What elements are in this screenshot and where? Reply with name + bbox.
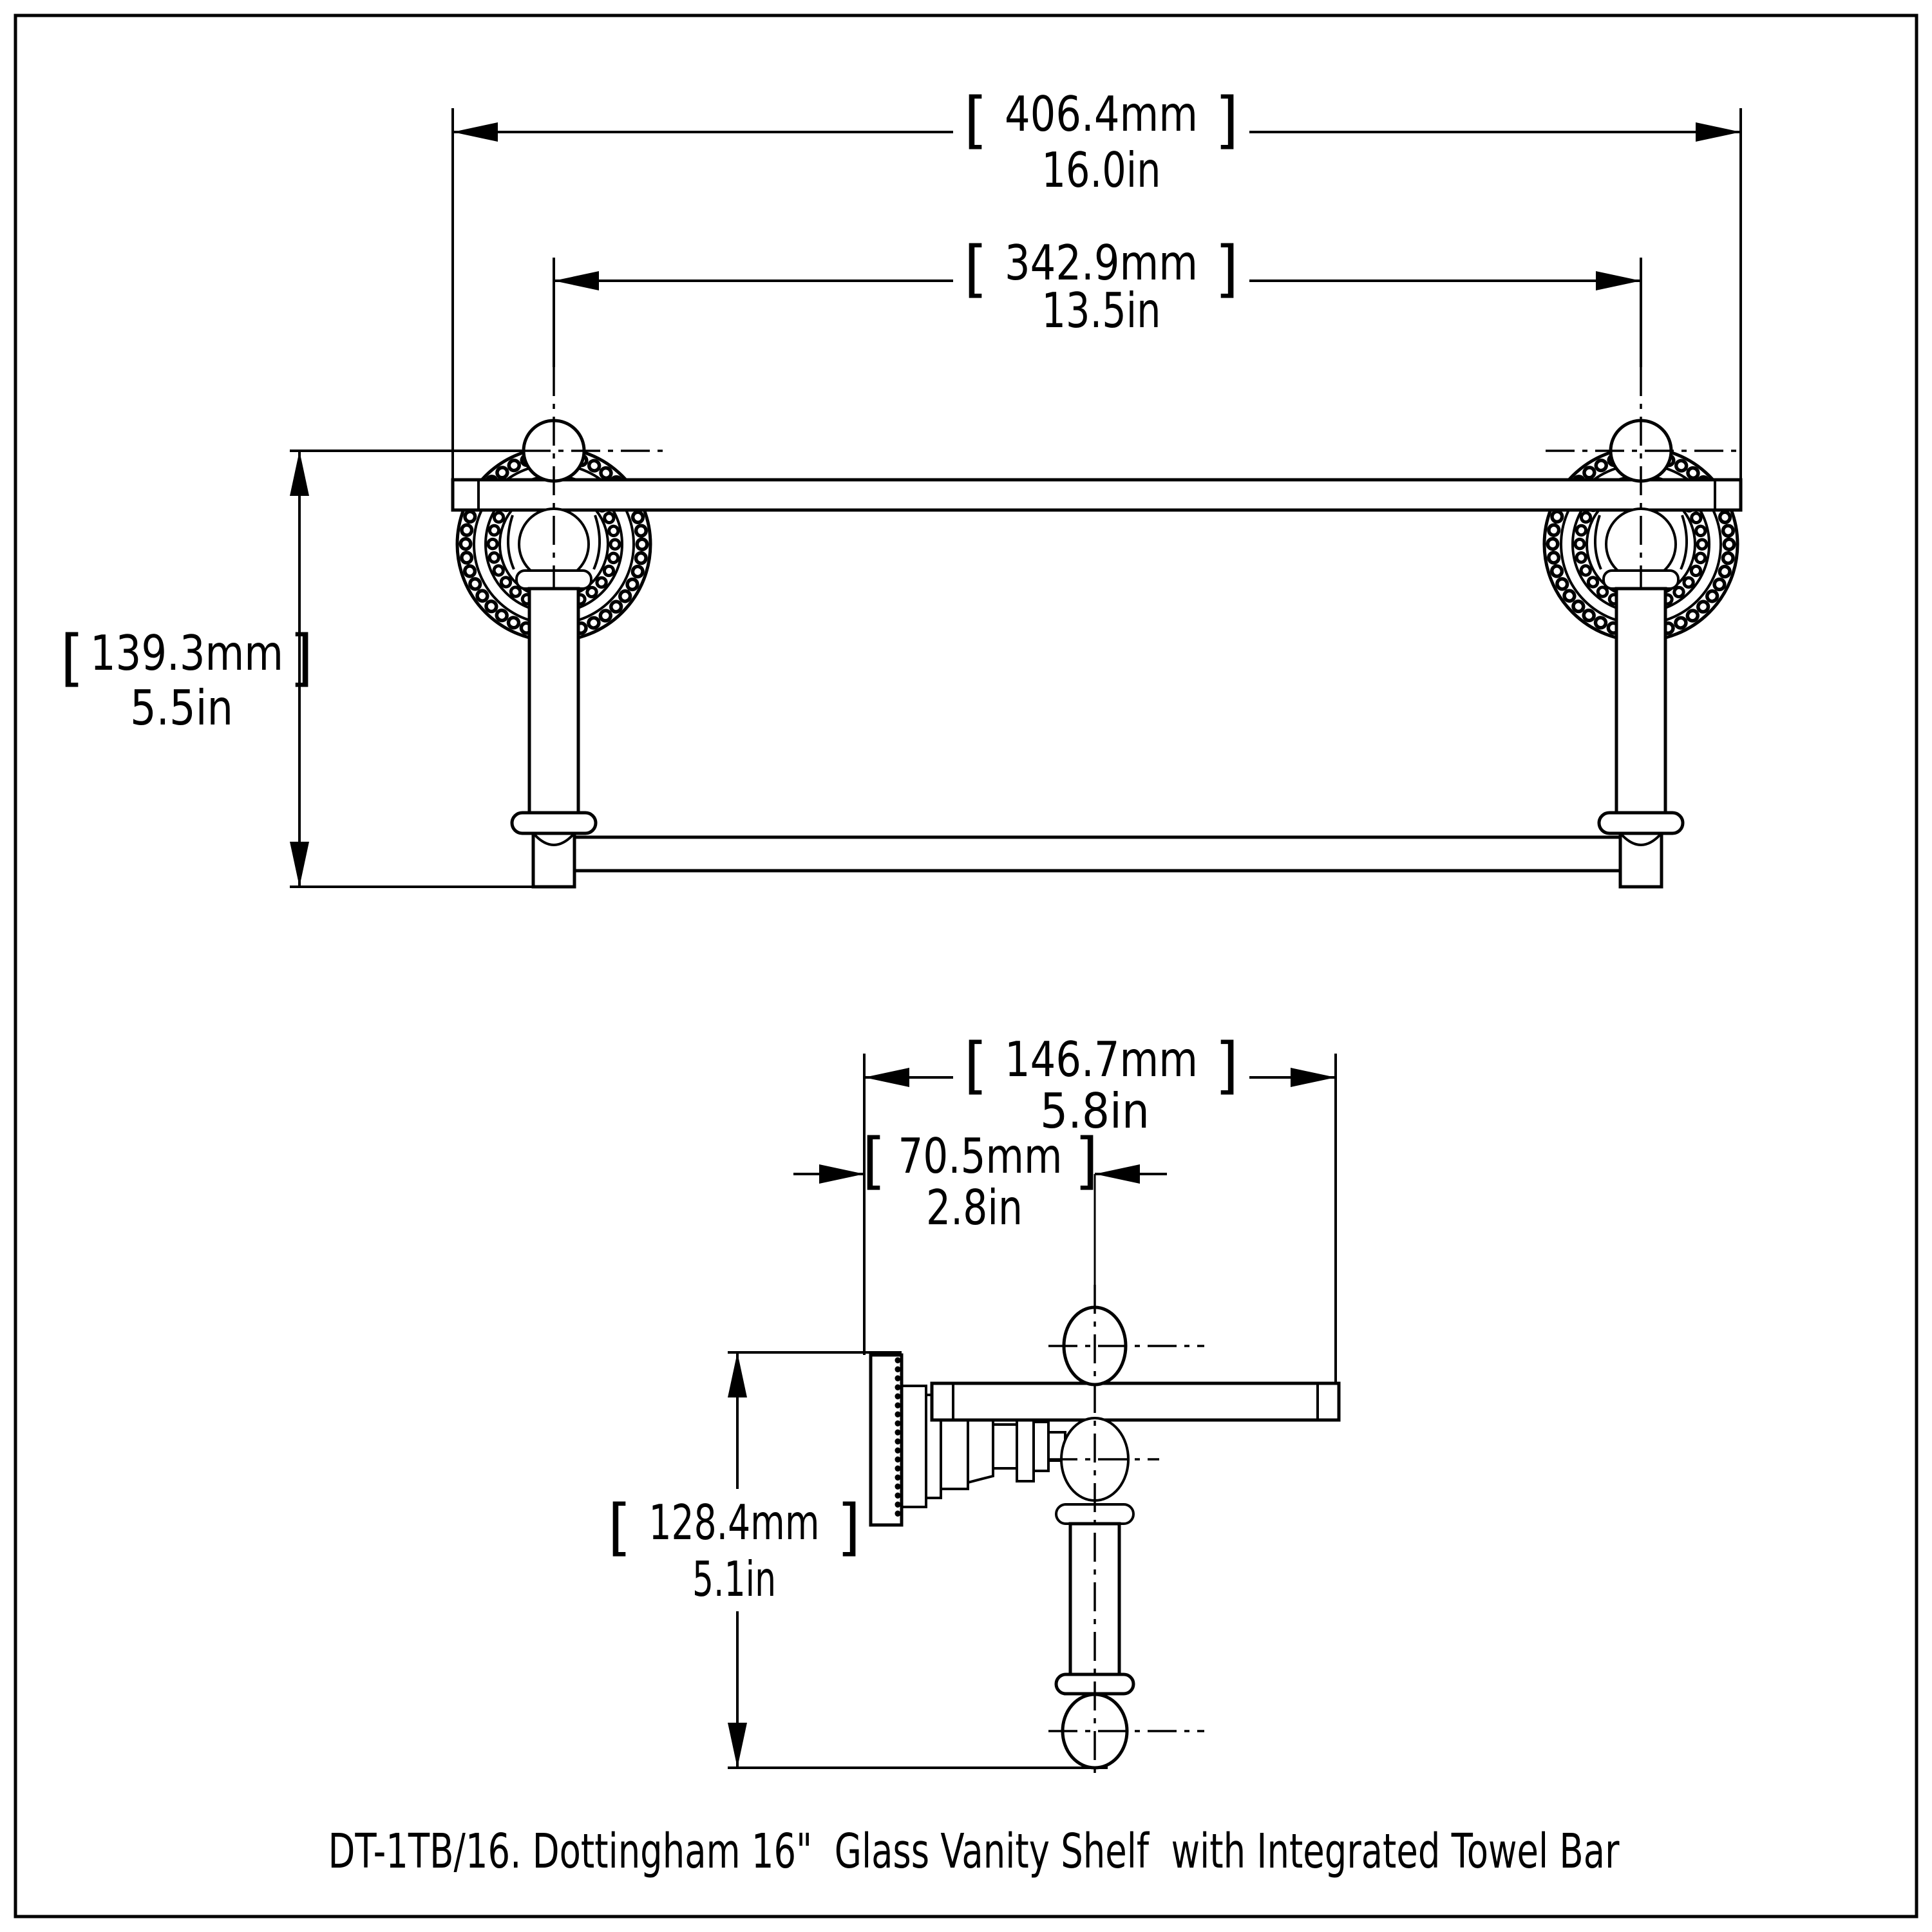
bracket-icon: ]	[289, 623, 313, 694]
dim-overall-height-mm: 139.3mm	[90, 625, 283, 681]
bracket-icon: ]	[1215, 234, 1238, 305]
dim-overall-width-in: 16.0in	[1042, 142, 1161, 198]
caption: DT-1TB/16. Dottingham 16" Glass Vanity S…	[328, 1824, 1620, 1879]
dim-drop-height-in: 5.1in	[692, 1551, 776, 1607]
dim-post-spacing-in: 13.5in	[1042, 282, 1161, 339]
dim-depth-mm: 146.7mm	[1005, 1031, 1198, 1088]
dim-overall-height	[290, 450, 533, 888]
wall-plate	[869, 1353, 904, 1527]
bracket-icon: ]	[1215, 85, 1238, 156]
dim-overall-width	[451, 108, 1742, 480]
side-view	[728, 1054, 1341, 1777]
dim-wall-to-center-in: 2.8in	[926, 1179, 1023, 1236]
dim-post-spacing	[553, 258, 1642, 367]
dim-depth	[863, 1054, 1337, 1383]
bracket-icon: [	[607, 1492, 631, 1563]
dim-depth-in: 5.8in	[1040, 1083, 1150, 1139]
bracket-icon: [	[963, 1030, 987, 1101]
glass-shelf	[451, 478, 1743, 512]
bracket-icon: [	[60, 623, 84, 694]
bracket-icon: [	[862, 1126, 886, 1197]
dim-post-spacing-mm: 342.9mm	[1005, 234, 1198, 291]
centerlines-side	[1048, 1285, 1204, 1777]
front-view	[290, 108, 1741, 887]
centerlines-front	[522, 367, 1739, 589]
glass-shelf-side	[930, 1381, 1341, 1422]
dim-wall-to-center-mm: 70.5mm	[898, 1128, 1063, 1184]
dim-drop-height-mm: 128.4mm	[649, 1494, 820, 1551]
dim-drop-height	[728, 1351, 1108, 1769]
bracket-icon: [	[963, 85, 987, 156]
bracket-icon: ]	[1074, 1126, 1098, 1197]
dim-overall-width-mm: 406.4mm	[1005, 86, 1198, 142]
bracket-icon: ]	[837, 1492, 860, 1563]
labels: [ 406.4mm ] 16.0in [ 342.9mm ] 13.5in [ …	[60, 85, 1619, 1879]
bracket-icon: ]	[1215, 1030, 1238, 1101]
towel-bar	[573, 835, 1622, 873]
page-border	[14, 14, 1918, 1918]
dim-wall-to-center	[793, 1164, 1167, 1306]
bracket-icon: [	[963, 234, 987, 305]
dim-overall-height-in: 5.5in	[130, 679, 233, 736]
